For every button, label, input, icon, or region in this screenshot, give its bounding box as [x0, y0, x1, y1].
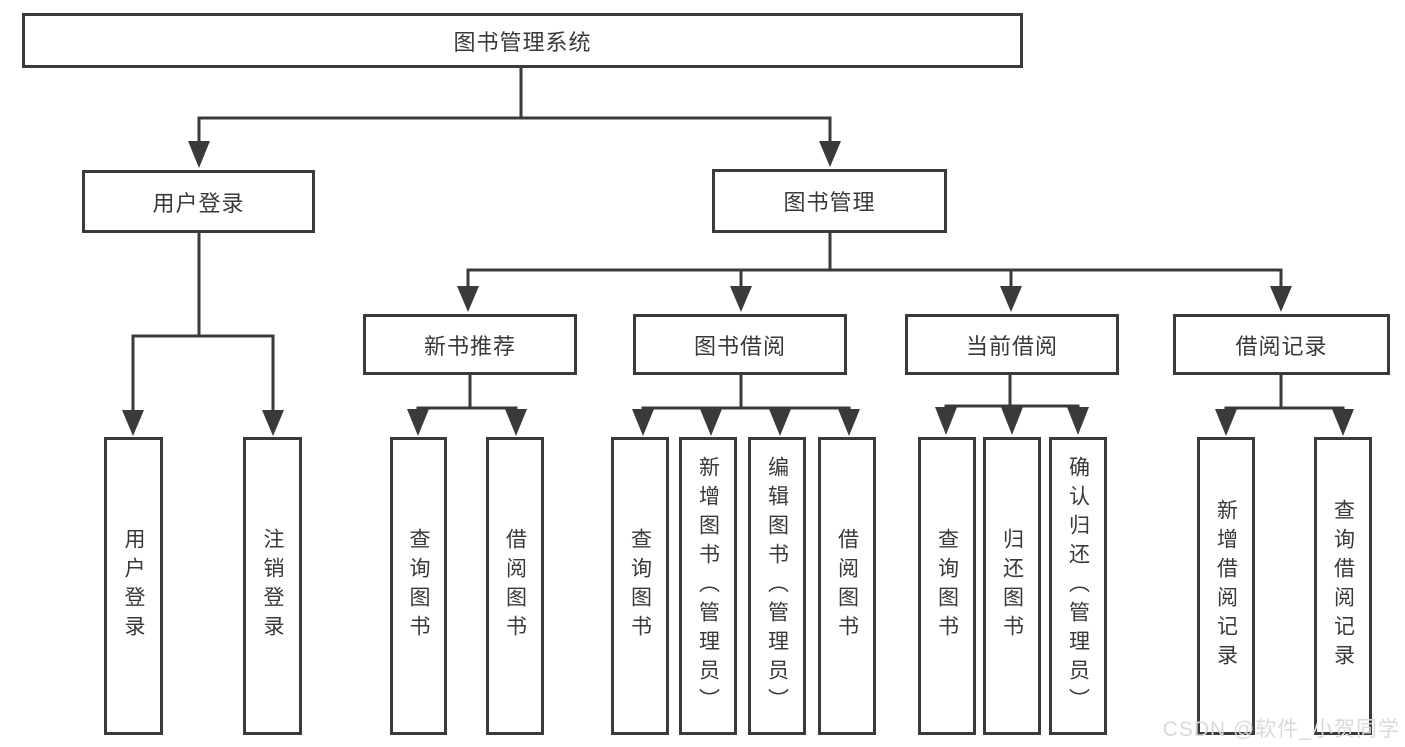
arrowhead-edit-book: [769, 409, 791, 436]
arrowhead-logout: [262, 410, 284, 436]
arrowhead-borrow-books-1: [505, 409, 527, 436]
arrowhead-query-books-3: [935, 407, 957, 435]
arrowhead-book-borrowing: [730, 286, 752, 312]
node-query-books-2: 查询图书: [611, 437, 669, 735]
node-user-login: 用户登录: [104, 437, 163, 735]
arrowhead-recommendation: [457, 286, 479, 312]
arrowhead-user-login: [122, 410, 144, 436]
arrowhead-query-books-2: [632, 409, 654, 436]
arrowhead-current-borrowing: [1000, 286, 1022, 312]
arrowhead-query-borrow-record: [1332, 409, 1354, 436]
node-return-book: 归还图书: [983, 437, 1041, 735]
node-query-borrow-record: 查询借阅记录: [1314, 437, 1372, 735]
arrowhead-query-books-1: [407, 409, 429, 436]
node-query-books-3: 查询图书: [918, 437, 976, 735]
arrowhead-add-borrow-record: [1215, 409, 1237, 436]
node-borrow-books-2: 借阅图书: [818, 437, 876, 735]
node-root-system: 图书管理系统: [22, 13, 1023, 68]
node-book-management: 图书管理: [712, 169, 947, 233]
node-book-borrowing: 图书借阅: [633, 314, 847, 375]
arrowhead-borrowing-records: [1270, 286, 1292, 312]
node-borrowing-records: 借阅记录: [1173, 314, 1390, 375]
arrowhead-login-branch: [188, 141, 210, 168]
node-new-book-recommendation: 新书推荐: [363, 314, 577, 375]
arrowhead-add-book: [700, 409, 722, 436]
node-logout: 注销登录: [243, 437, 302, 735]
node-confirm-return-admin: 确认归还（管理员）: [1049, 437, 1107, 735]
node-user-login-branch: 用户登录: [82, 170, 315, 233]
watermark: CSDN @软件_小贺同学: [1162, 718, 1400, 741]
node-query-books-1: 查询图书: [390, 437, 447, 735]
node-borrow-books-1: 借阅图书: [486, 437, 544, 735]
arrowhead-confirm-return: [1067, 407, 1089, 435]
node-current-borrowing: 当前借阅: [905, 314, 1119, 375]
arrowhead-return-book: [1001, 407, 1023, 435]
arrowhead-borrow-books-2: [838, 409, 860, 436]
arrowhead-mgmt-branch: [819, 141, 841, 167]
node-add-book-admin: 新增图书（管理员）: [679, 437, 737, 735]
node-add-borrow-record: 新增借阅记录: [1197, 437, 1255, 735]
node-edit-book-admin: 编辑图书（管理员）: [748, 437, 806, 735]
